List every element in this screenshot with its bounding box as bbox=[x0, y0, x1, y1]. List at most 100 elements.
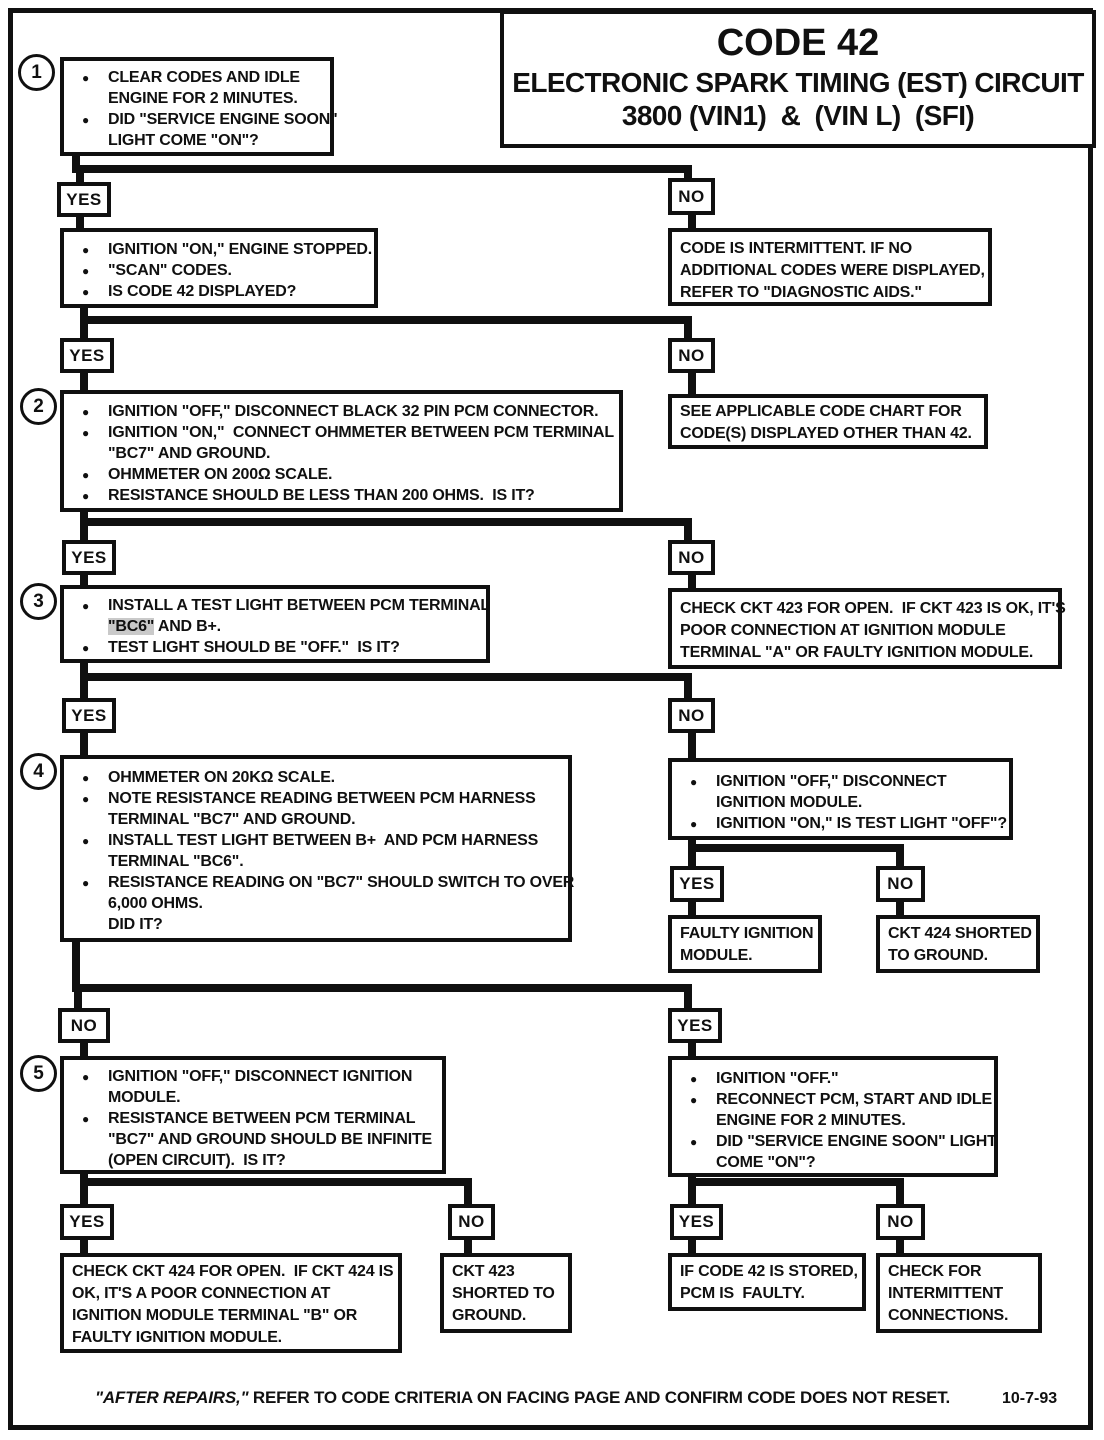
connector-line bbox=[688, 732, 696, 758]
connector-line bbox=[688, 844, 904, 852]
connector-line bbox=[688, 850, 696, 866]
connector-line bbox=[688, 1184, 696, 1204]
text-line: CHECK CKT 423 FOR OPEN. IF CKT 423 IS OK… bbox=[680, 600, 1066, 617]
step-circle-4: 4 bbox=[20, 753, 57, 790]
text-line: 6,000 OHMS. bbox=[108, 895, 203, 912]
text-line: "SCAN" CODES. bbox=[72, 260, 366, 282]
text-line: OK, IT'S A POOR CONNECTION AT bbox=[72, 1285, 331, 1302]
faulty-ignition-module-box: FAULTY IGNITION MODULE. bbox=[668, 915, 822, 973]
text-line: IF CODE 42 IS STORED, bbox=[680, 1263, 858, 1280]
connector-line bbox=[896, 902, 904, 915]
yes-tag-4: YES bbox=[62, 698, 116, 733]
step3-box: INSTALL A TEST LIGHT BETWEEN PCM TERMINA… bbox=[60, 585, 490, 663]
connector-line bbox=[688, 214, 696, 228]
page-title: CODE 42 bbox=[716, 22, 880, 64]
no-tag-6l: NO bbox=[448, 1204, 495, 1240]
text-line: CHECK FOR bbox=[888, 1263, 982, 1280]
connector-line bbox=[688, 902, 696, 915]
step-number: 5 bbox=[33, 1062, 44, 1084]
step-circle-2: 2 bbox=[20, 388, 57, 425]
no-label: NO bbox=[70, 1015, 98, 1035]
yes-tag-r1: YES bbox=[670, 866, 724, 902]
text-line: TERMINAL "A" OR FAULTY IGNITION MODULE. bbox=[680, 644, 1034, 661]
text-line: IS CODE 42 DISPLAYED? bbox=[72, 281, 366, 303]
text-line: OHMMETER ON 200Ω SCALE. bbox=[72, 464, 611, 486]
text-line: NOTE RESISTANCE READING BETWEEN PCM HARN… bbox=[72, 788, 560, 810]
no-label: NO bbox=[887, 874, 914, 893]
text-line: ADDITIONAL CODES WERE DISPLAYED, bbox=[680, 262, 985, 279]
connector-line bbox=[72, 155, 80, 173]
text-line: OHMMETER ON 20KΩ SCALE. bbox=[72, 767, 560, 789]
text-line: CHECK CKT 424 FOR OPEN. IF CKT 424 IS bbox=[72, 1263, 394, 1280]
step-number: 1 bbox=[31, 61, 42, 83]
connector-line bbox=[80, 1043, 88, 1056]
step-number: 3 bbox=[33, 590, 44, 612]
no-tag-5: NO bbox=[58, 1008, 110, 1043]
no-label: NO bbox=[887, 1212, 914, 1231]
no-label: NO bbox=[458, 1212, 485, 1231]
text-line: RESISTANCE SHOULD BE LESS THAN 200 OHMS.… bbox=[72, 485, 611, 507]
step-circle-1: 1 bbox=[18, 54, 55, 91]
connector-line bbox=[684, 524, 692, 540]
no-tag-1: NO bbox=[668, 178, 715, 215]
text-line: IGNITION "OFF," DISCONNECT bbox=[680, 771, 1001, 793]
connector-line bbox=[684, 679, 692, 698]
connector-line bbox=[464, 1240, 472, 1253]
text-line: DID "SERVICE ENGINE SOON" bbox=[72, 109, 338, 131]
see-code-chart-box: SEE APPLICABLE CODE CHART FOR CODE(S) DI… bbox=[668, 394, 988, 449]
connector-line bbox=[688, 574, 696, 588]
text-line: TEST LIGHT SHOULD BE "OFF." IS IT? bbox=[72, 637, 478, 659]
no-label: NO bbox=[678, 345, 705, 365]
text-line: CKT 423 bbox=[452, 1263, 515, 1280]
connector-line bbox=[80, 372, 88, 390]
text-line: IGNITION "OFF," DISCONNECT BLACK 32 PIN … bbox=[72, 401, 611, 423]
text-line: TERMINAL "BC7" AND GROUND. bbox=[108, 811, 356, 828]
connector-line bbox=[684, 322, 692, 338]
connector-line bbox=[72, 984, 692, 992]
connector-line bbox=[80, 663, 88, 681]
no-tag-6r: NO bbox=[876, 1204, 925, 1240]
text-line: MODULE. bbox=[108, 1089, 181, 1106]
text-line: TERMINAL "BC6". bbox=[108, 853, 244, 870]
text-line: SHORTED TO bbox=[452, 1285, 555, 1302]
step1-box: CLEAR CODES AND IDLE ENGINE FOR 2 MINUTE… bbox=[60, 57, 338, 156]
connector-line bbox=[896, 1240, 904, 1253]
code-intermittent-box: CODE IS INTERMITTENT. IF NO ADDITIONAL C… bbox=[668, 228, 992, 306]
text-line: "BC7" AND GROUND SHOULD BE INFINITE bbox=[108, 1131, 433, 1148]
page-border bbox=[8, 8, 1093, 1430]
connector-line bbox=[80, 1178, 472, 1186]
connector-line bbox=[80, 524, 88, 540]
step5-box: IGNITION "OFF," DISCONNECT IGNITION MODU… bbox=[60, 1056, 446, 1174]
text-line: DID IT? bbox=[108, 916, 163, 933]
after-repairs-note: "AFTER REPAIRS," REFER TO CODE CRITERIA … bbox=[95, 1388, 950, 1408]
ignition-off-test-light-box: IGNITION "OFF," DISCONNECT IGNITION MODU… bbox=[668, 758, 1013, 840]
text-line: REFER TO "DIAGNOSTIC AIDS." bbox=[680, 284, 922, 301]
ckt423-check-box: CHECK CKT 423 FOR OPEN. IF CKT 423 IS OK… bbox=[668, 588, 1066, 669]
text-line: IGNITION "OFF." bbox=[680, 1068, 986, 1090]
yes-tag-5: YES bbox=[668, 1008, 722, 1043]
connector-line bbox=[80, 322, 88, 338]
connector-line bbox=[684, 170, 692, 178]
yes-label: YES bbox=[678, 1212, 715, 1231]
text-line: "BC6" AND B+. bbox=[72, 616, 478, 637]
text-line: CODE IS INTERMITTENT. IF NO bbox=[680, 240, 912, 257]
connector-line bbox=[80, 574, 88, 585]
text-line: PCM IS FAULTY. bbox=[680, 1285, 805, 1302]
intermittent-connections-box: CHECK FOR INTERMITTENT CONNECTIONS. bbox=[876, 1253, 1042, 1333]
ckt424-shorted-box: CKT 424 SHORTED TO GROUND. bbox=[876, 915, 1040, 973]
no-tag-3: NO bbox=[668, 540, 715, 575]
text-line: RECONNECT PCM, START AND IDLE bbox=[680, 1089, 992, 1111]
pcm-faulty-box: IF CODE 42 IS STORED, PCM IS FAULTY. bbox=[668, 1253, 866, 1311]
text-line: CONNECTIONS. bbox=[888, 1307, 1009, 1324]
yes-tag-3: YES bbox=[62, 540, 116, 575]
connector-line bbox=[688, 1043, 696, 1056]
connector-line bbox=[464, 1184, 472, 1204]
text-line: (OPEN CIRCUIT). IS IT? bbox=[108, 1152, 286, 1169]
yes-label: YES bbox=[69, 1212, 105, 1231]
text-line: IGNITION MODULE TERMINAL "B" OR bbox=[72, 1307, 358, 1324]
page-subtitle-1: ELECTRONIC SPARK TIMING (EST) CIRCUIT bbox=[512, 67, 1084, 98]
connector-line bbox=[80, 518, 692, 526]
text-line: MODULE. bbox=[680, 947, 753, 964]
step-circle-3: 3 bbox=[20, 583, 57, 620]
text-line: RESISTANCE BETWEEN PCM TERMINAL bbox=[72, 1108, 434, 1130]
